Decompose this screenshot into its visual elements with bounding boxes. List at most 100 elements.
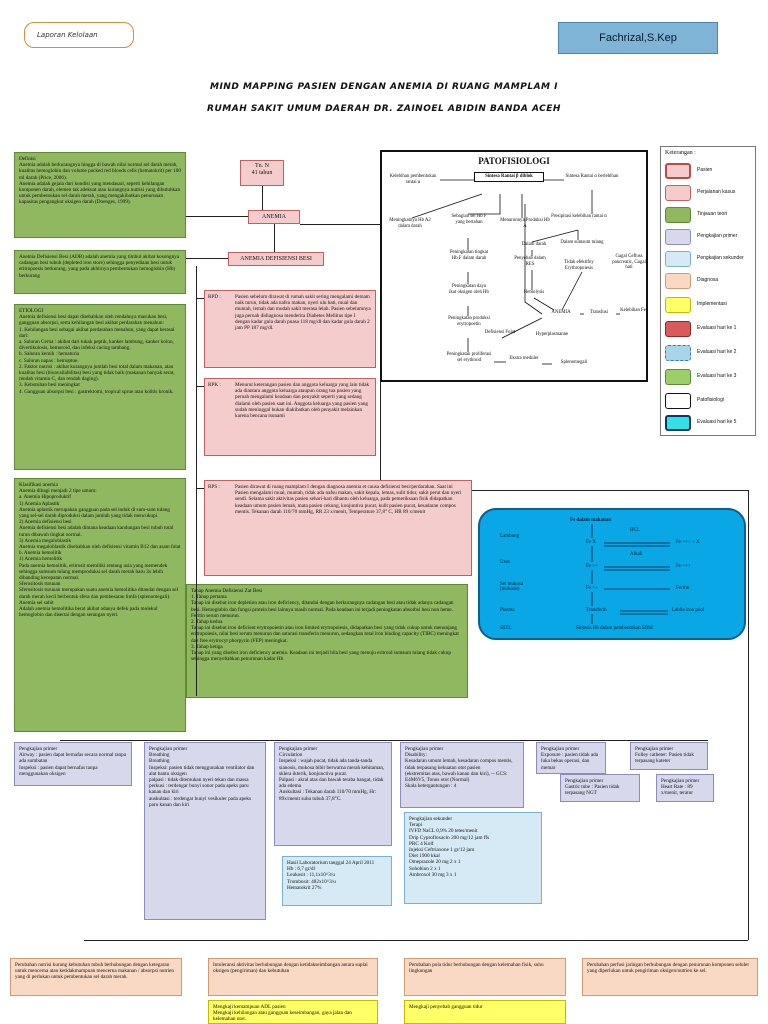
cycle-label: Fe X bbox=[586, 540, 596, 545]
pato-node: Ekstra meduler bbox=[509, 356, 539, 361]
adb-node: ANEMIA DEFISIENSI BESI bbox=[228, 252, 324, 266]
cycle-label: Labile iron pool bbox=[672, 608, 705, 613]
legend-item: Evaluasi hari ke 2 bbox=[665, 345, 755, 365]
cycle-label: Alkali bbox=[630, 552, 643, 557]
implementation-box: Mengkaji penyebab gangguan tidur bbox=[404, 1000, 566, 1024]
lab-results-box: Hasil Laboratorium tanggal 24 April 2011… bbox=[282, 856, 392, 906]
diagnosis-box: Intoleransi aktivitas berhubungan dengan… bbox=[208, 958, 378, 996]
legend-box: Keterangan : Pasien Perjalanan kasus Tin… bbox=[660, 146, 756, 436]
cycle-label: Transferin bbox=[586, 608, 607, 613]
anemia-stages-box: Tahap Anemia Defisiensi Zat Besi 1. Taha… bbox=[186, 584, 468, 698]
legend-swatch bbox=[665, 163, 691, 179]
legend-label: Evaluasi hari ke 3 bbox=[697, 373, 737, 379]
rps-label: RPS : bbox=[208, 484, 220, 490]
cycle-label: Usus bbox=[500, 560, 511, 565]
cycle-title: Fe dalam makanan bbox=[570, 518, 612, 523]
pato-node: Presipitasi kelebihan rantai α bbox=[551, 214, 607, 219]
legend-label: Pengkajian sekunder bbox=[697, 255, 744, 261]
classification-box: Klasifikasi anemia Anemia dibagi menjadi… bbox=[14, 478, 186, 732]
exposure-box: Pengkajian primer Exposure : pasien tida… bbox=[536, 742, 606, 774]
adb-definition-box: Anemia Defisiensi Besi (ADB) adalah anem… bbox=[14, 250, 186, 294]
heart-rate-box: Pengkajian primer Heart Rate : 89 x/meni… bbox=[656, 774, 714, 802]
diagnosis-box: Perubahan perfusi jaringan berhubungan d… bbox=[582, 958, 758, 996]
legend-item: Perjalanan kasus bbox=[665, 185, 755, 205]
connector bbox=[274, 224, 275, 252]
page-title-line1: MIND MAPPING PASIEN DENGAN ANEMIA DI RUA… bbox=[210, 82, 558, 92]
cycle-label: HCL bbox=[630, 528, 640, 533]
pato-node: Transfusi bbox=[590, 310, 608, 315]
legend-swatch bbox=[665, 185, 691, 201]
cycle-label: SSTL bbox=[500, 626, 512, 631]
pato-node: Dalam darah bbox=[521, 242, 547, 247]
diagnosis-box: Perubahan pola tidur berhubungan dengan … bbox=[404, 958, 566, 996]
legend-swatch bbox=[665, 415, 691, 431]
disability-box: Pengkajian primer Disability: Kesadaran … bbox=[400, 742, 524, 808]
legend-swatch bbox=[665, 321, 691, 337]
legend-swatch bbox=[665, 229, 691, 245]
pathophysiology-arrows bbox=[411, 179, 620, 365]
rps-text: Pasien dirawat di ruang mamplam I dengan… bbox=[235, 484, 462, 515]
pato-node: Kelebihan pembentukan rantai α bbox=[389, 174, 437, 185]
connector bbox=[262, 186, 263, 210]
rpk-text: Menurut keterangan pasien dan anggota ke… bbox=[235, 382, 370, 420]
legend-swatch bbox=[665, 251, 691, 267]
report-tag: Laporan Kelolaan bbox=[24, 22, 134, 48]
legend-item: Implementasi bbox=[665, 297, 755, 317]
connector bbox=[196, 386, 204, 387]
legend-label: Perjalanan kasus bbox=[697, 189, 736, 195]
pato-node: ANEMIA bbox=[551, 310, 571, 315]
pato-node: Hemolysis bbox=[523, 290, 545, 295]
legend-label: Evaluasi hari ke 1 bbox=[697, 325, 737, 331]
legend-title: Keterangan : bbox=[665, 150, 696, 156]
definition-box: Definisi Anemia adalah berkurangnya hing… bbox=[14, 152, 186, 238]
cycle-arrows bbox=[591, 524, 670, 624]
pato-node: Tidak efektifny Erythropoiesis bbox=[564, 260, 594, 271]
breathing-box: Pengkajian primer Breathing Breathing In… bbox=[144, 742, 266, 920]
legend-swatch bbox=[665, 207, 691, 223]
legend-label: Evaluasi hari ke 5 bbox=[697, 419, 737, 425]
rpd-label: RPD : bbox=[208, 294, 221, 300]
legend-swatch bbox=[665, 393, 691, 409]
etiology-box: ETIOLOGI Anemia defisiensi besi dapat di… bbox=[14, 304, 186, 470]
rps-box: RPS : Pasien dirawat di ruang mamplam I … bbox=[204, 480, 472, 576]
pato-node: Splenomegali bbox=[560, 360, 588, 365]
pato-node: Gagal Cefluss pancreatic, Gagal hati bbox=[612, 254, 646, 271]
legend-item: Tinjauan teori bbox=[665, 207, 755, 227]
pato-node: Peningkatan tingkat Hb F dalam darah bbox=[449, 250, 489, 261]
pato-node: Peningkatan produksi erytropoetin bbox=[448, 316, 490, 327]
rpk-box: RPK : Menurut keterangan pasien dan angg… bbox=[204, 378, 376, 456]
circulation-box: Pengkajian primer Circulation Inspeksi :… bbox=[274, 742, 392, 846]
page-title-line2: RUMAH SAKIT UMUM DAERAH DR. ZAINOEL ABID… bbox=[207, 104, 561, 114]
legend-item: Evaluasi hari ke 3 bbox=[665, 369, 755, 389]
legend-swatch bbox=[665, 345, 691, 361]
pato-node: Sebagian sel Hb F yang bertahan bbox=[451, 214, 487, 225]
secondary-assessment-box: Pengkajian sekunder Terapi IVFD NaCL 0,9… bbox=[404, 812, 542, 904]
legend-label: Diagnosa bbox=[697, 277, 719, 283]
airway-box: Pengkajian primer Airway : pasien dapat … bbox=[14, 742, 132, 786]
cycle-label: Sel mukosa (mukosit) bbox=[500, 582, 524, 592]
cycle-label: Fe +++ bbox=[676, 564, 691, 569]
pato-node: Penyebab dalam RES bbox=[514, 256, 546, 267]
connector bbox=[60, 740, 708, 741]
implementation-box: Mengkaji kemampuan ADL pasien Mengkaji k… bbox=[208, 1000, 378, 1024]
legend-item: Pengkajian sekunder bbox=[665, 251, 755, 271]
cycle-label: Lambung bbox=[500, 534, 520, 539]
pato-node: Meningkatnya Hb A2 dalam darah bbox=[389, 218, 431, 229]
anemia-node: ANEMIA bbox=[248, 210, 300, 224]
legend-label: Tinjauan teori bbox=[697, 211, 728, 217]
pathophysiology-box: PATOFISIOLOGI Kelebihan pembentukan rant… bbox=[380, 150, 648, 382]
cycle-label: Fe +++ + X bbox=[676, 540, 700, 545]
legend-label: Evaluasi hari ke 2 bbox=[697, 349, 737, 355]
rpd-box: RPD : Pasien sebelum dirawat di rumah sa… bbox=[204, 290, 376, 368]
pathophysiology-title: PATOFISIOLOGI bbox=[478, 156, 550, 166]
cycle-label: Fe ++ bbox=[586, 564, 598, 569]
legend-label: Patofisiologi bbox=[697, 397, 724, 403]
cycle-label: Feritin bbox=[676, 586, 690, 591]
legend-label: Implementasi bbox=[697, 301, 727, 307]
connector bbox=[196, 488, 204, 489]
cycle-label: Plasma bbox=[500, 608, 515, 613]
legend-swatch bbox=[665, 369, 691, 385]
diagnosis-box: Perubahan nutrisi kurang kebutuhan tubuh… bbox=[10, 958, 182, 996]
connector bbox=[186, 216, 248, 217]
connector bbox=[196, 266, 197, 696]
